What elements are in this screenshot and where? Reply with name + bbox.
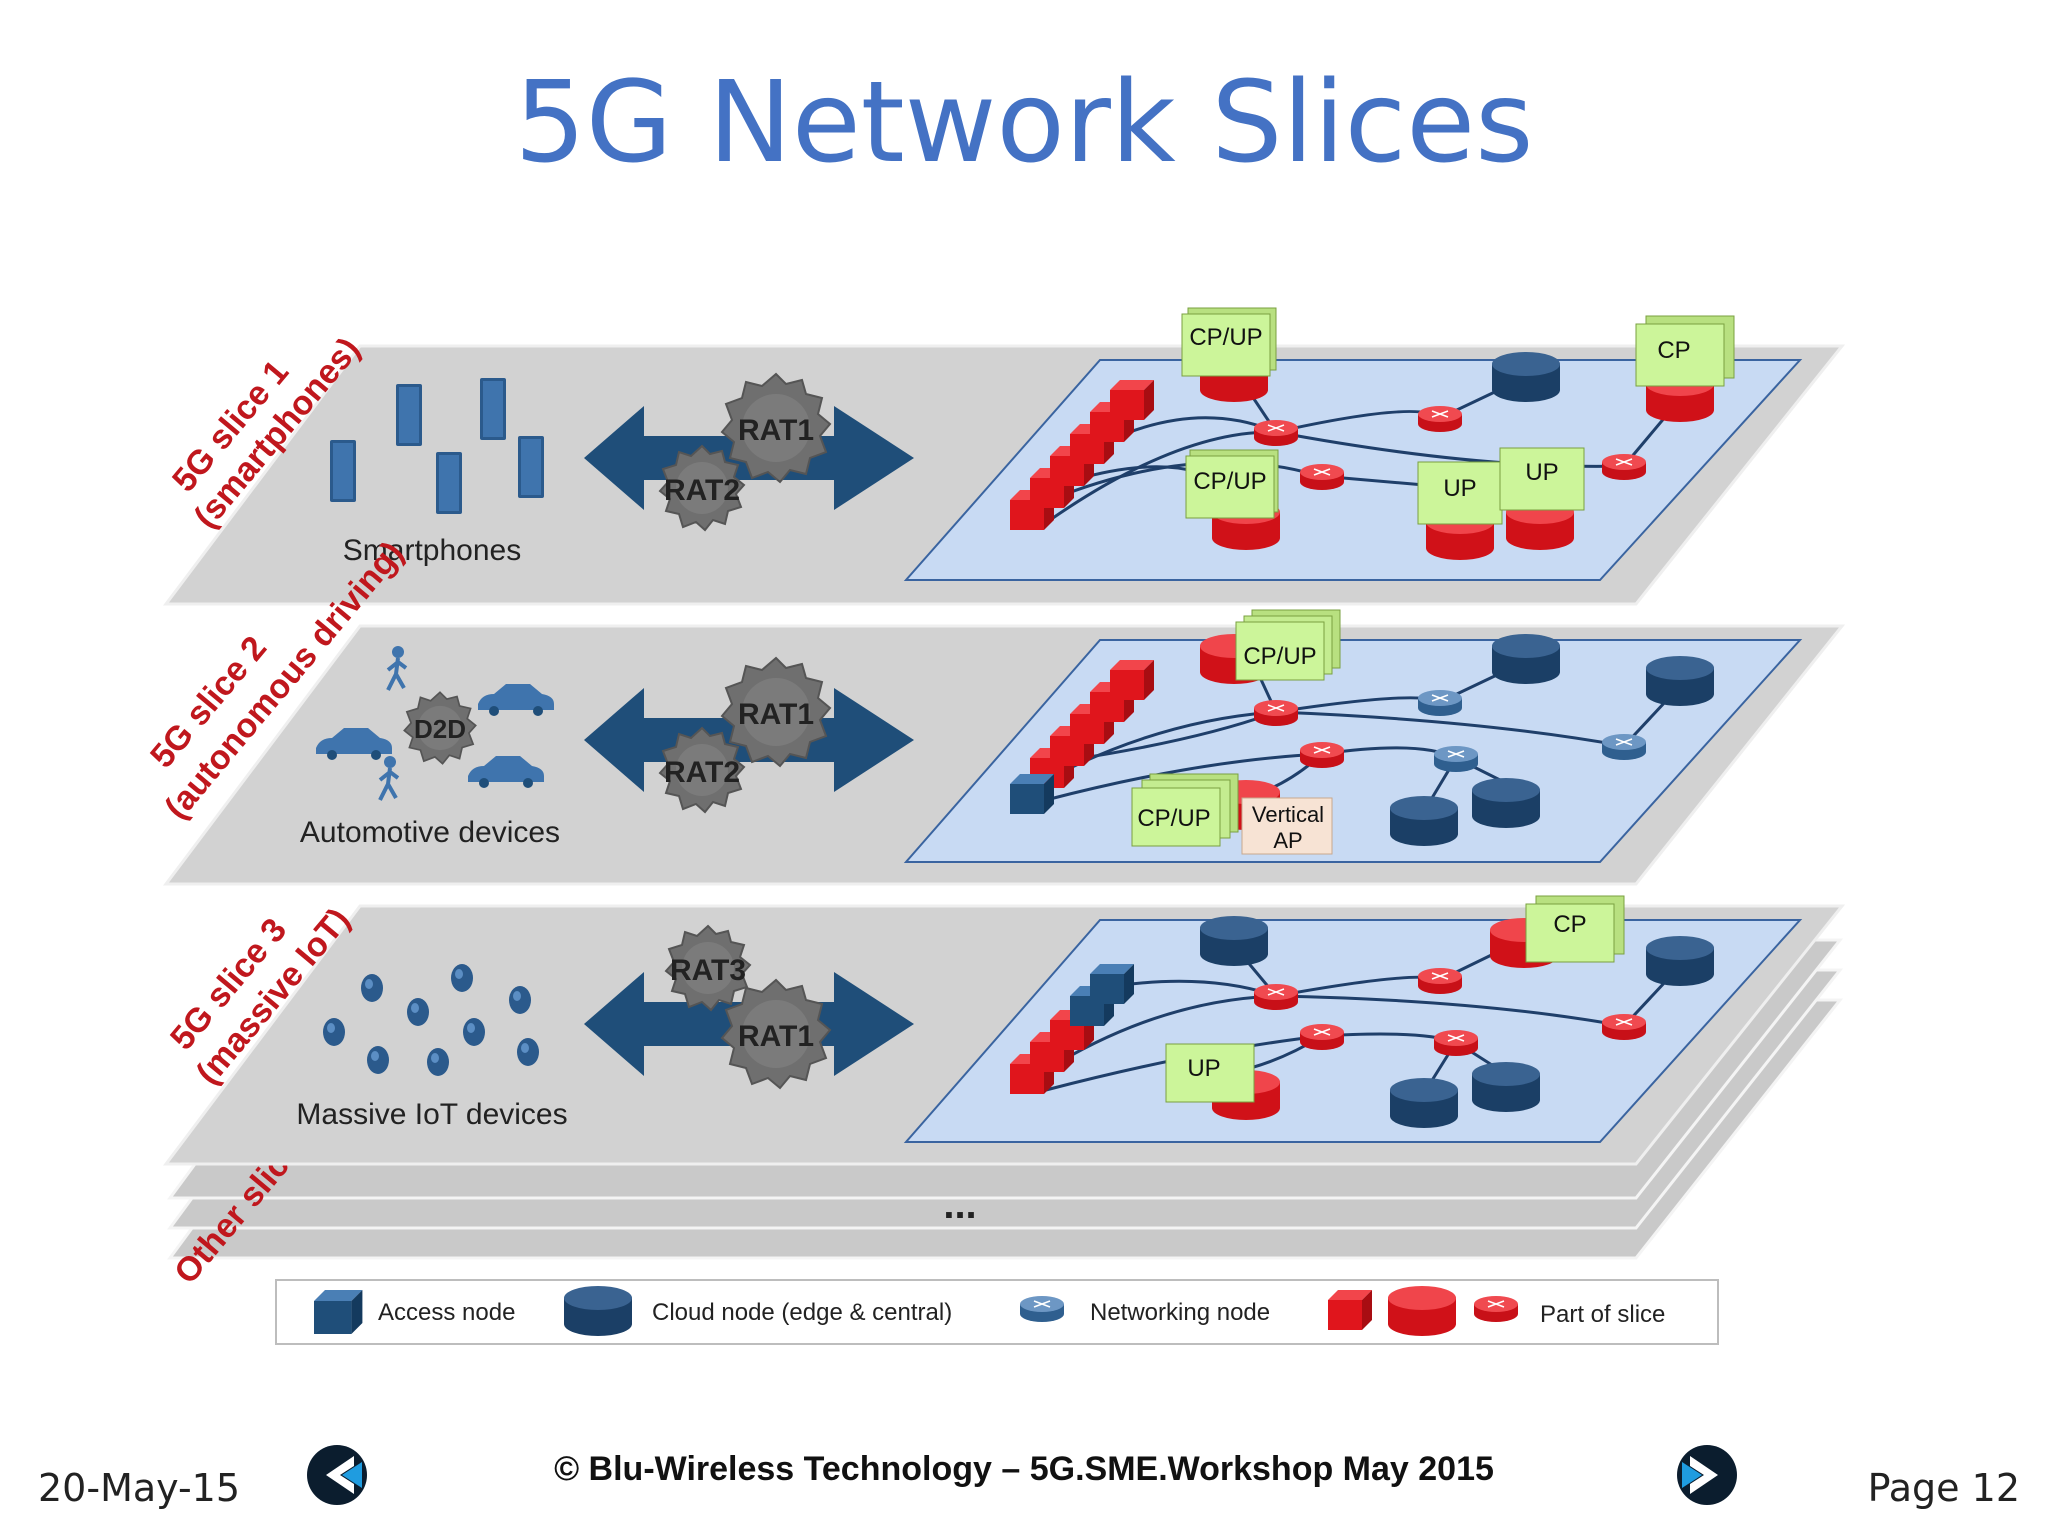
rat3-label: RAT3 xyxy=(670,954,746,987)
legend-cloud-node: Cloud node (edge & central) xyxy=(652,1299,952,1326)
rat2-label: RAT2 xyxy=(664,474,740,507)
prev-slide-button[interactable] xyxy=(302,1440,372,1510)
tag-up-3: UP xyxy=(1165,1043,1255,1103)
footer-date: 20-May-15 xyxy=(38,1466,241,1510)
legend-part-of-slice: Part of slice xyxy=(1540,1301,1665,1328)
tag-cp-up-2: CP/UP xyxy=(1185,449,1279,519)
svg-text:CP/UP: CP/UP xyxy=(1137,805,1210,832)
rat1-label: RAT1 xyxy=(738,1020,814,1053)
legend: Access node Cloud node (edge & central) … xyxy=(275,1279,1719,1345)
tag-up-2: UP xyxy=(1499,447,1585,511)
svg-text:UP: UP xyxy=(1187,1055,1220,1082)
ellipsis-text: ... xyxy=(943,1183,976,1227)
svg-text:CP/UP: CP/UP xyxy=(1189,324,1262,351)
svg-text:CP/UP: CP/UP xyxy=(1193,468,1266,495)
svg-text:CP: CP xyxy=(1553,911,1586,938)
svg-text:AP: AP xyxy=(1273,828,1302,853)
chevron-right-icon xyxy=(1677,1445,1737,1505)
tag-cp-2: CP xyxy=(1525,895,1625,963)
next-slide-button[interactable] xyxy=(1672,1440,1742,1510)
tag-up-1: UP xyxy=(1417,461,1503,525)
tag-cp-up-1: CP/UP xyxy=(1181,307,1277,377)
rat1-label: RAT1 xyxy=(738,698,814,731)
chevron-left-icon xyxy=(307,1445,367,1505)
automotive-label: Automotive devices xyxy=(300,816,560,849)
page-number: Page 12 xyxy=(1867,1466,2020,1510)
d2d-label: D2D xyxy=(414,714,466,744)
svg-text:Vertical: Vertical xyxy=(1252,802,1324,827)
svg-text:UP: UP xyxy=(1525,459,1558,486)
svg-text:CP: CP xyxy=(1657,337,1690,364)
rat1-label: RAT1 xyxy=(738,414,814,447)
rat2-label: RAT2 xyxy=(664,756,740,789)
vertical-ap-tag: Vertical AP xyxy=(1241,797,1333,855)
iot-label: Massive IoT devices xyxy=(296,1098,567,1131)
tag-cp-up-4: CP/UP xyxy=(1131,773,1239,847)
svg-text:CP/UP: CP/UP xyxy=(1243,643,1316,670)
legend-access-node: Access node xyxy=(378,1299,515,1326)
smartphones-label: Smartphones xyxy=(343,534,521,567)
svg-text:UP: UP xyxy=(1443,475,1476,502)
page-title: 5G Network Slices xyxy=(514,58,1534,188)
tag-cp-up-3: CP/UP xyxy=(1235,609,1341,681)
legend-networking-node: Networking node xyxy=(1090,1299,1270,1326)
tag-cp-1: CP xyxy=(1635,315,1735,387)
footer-copyright: © Blu-Wireless Technology – 5G.SME.Works… xyxy=(554,1450,1494,1488)
